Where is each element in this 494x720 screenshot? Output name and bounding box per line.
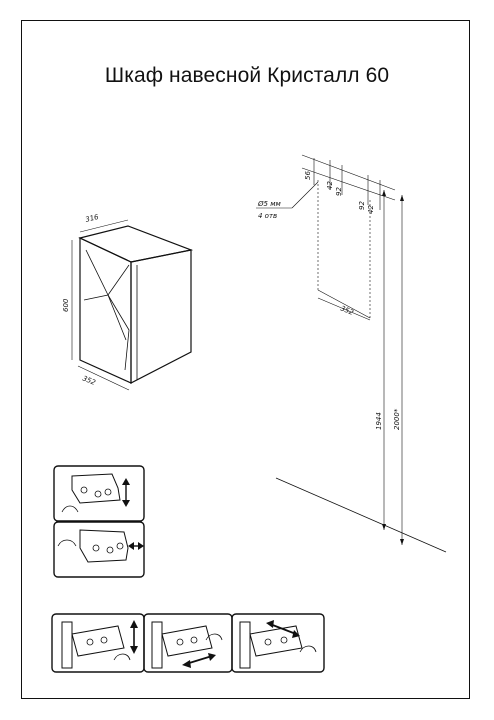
cabinet-height-dim: 600: [62, 298, 70, 312]
drill-diameter-label: Ø5 мм: [257, 200, 281, 208]
cabinet-isometric-drawing: 316 600 352: [62, 213, 194, 391]
height-2000-dim: 2000*: [393, 408, 401, 430]
drill-count-label: 4 отв: [258, 212, 277, 220]
door-adjust-panel-1: [53, 465, 145, 522]
height-1944-dim: 1944: [375, 412, 383, 430]
mount-hole-b-dim: 92: [335, 187, 343, 196]
cabinet-width-dim: 352: [81, 374, 97, 387]
cabinet-depth-dim: 316: [85, 213, 100, 224]
door-adjust-panel-2: [53, 521, 145, 578]
hinge-adjust-panel-3: [231, 613, 325, 673]
mount-hole-d-dim: 42: [367, 205, 375, 214]
hinge-adjust-panel-2: [143, 613, 233, 673]
mount-hole-a-dim: 42: [326, 181, 334, 190]
mount-width-dim: 352: [339, 304, 355, 317]
hinge-adjust-panel-1: [51, 613, 145, 673]
wall-mount-drawing: 56 42 92 92 42 Ø5 мм 4 отв 352 1944 2000…: [256, 154, 447, 553]
mount-offset-dim: 56: [304, 171, 312, 180]
mount-hole-c-dim: 92: [358, 201, 366, 210]
drawing-sheet-frame: [21, 20, 470, 699]
page-title: Шкаф навесной Кристалл 60: [104, 64, 390, 87]
